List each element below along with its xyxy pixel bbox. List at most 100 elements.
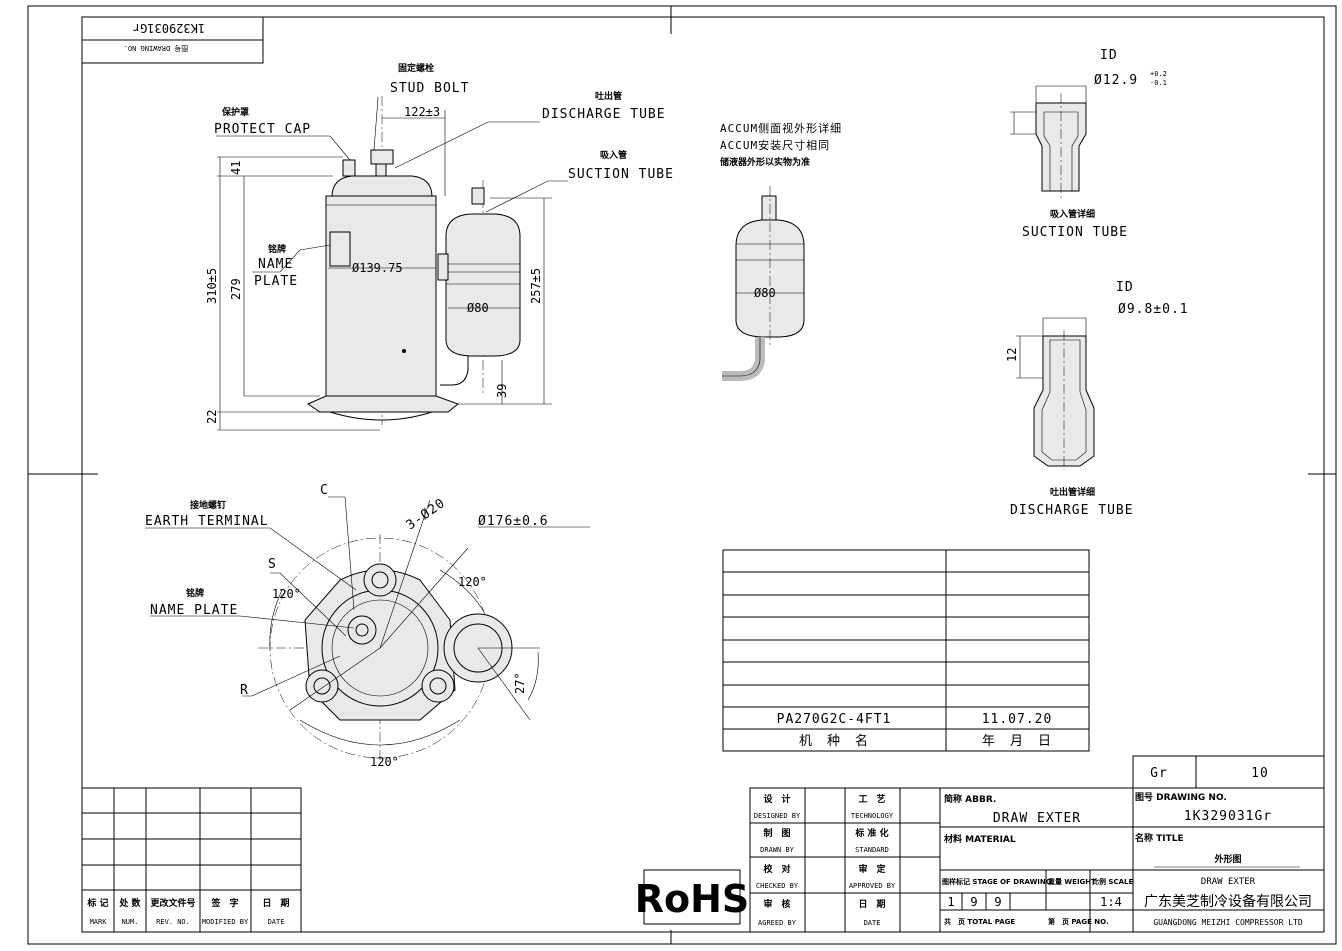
model-table xyxy=(722,549,1090,752)
name-plate-cn: 铭牌 xyxy=(268,243,286,255)
drawn-cn: 制 图 xyxy=(763,827,790,839)
drawing-no-box-value: 1K329031Gr xyxy=(133,21,205,35)
material-label: 材料 MATERIAL xyxy=(943,833,1016,845)
dim-122: 122±3 xyxy=(404,105,440,119)
dim-310: 310±5 xyxy=(205,268,219,304)
rev-h5-cn: 日 期 xyxy=(262,897,289,909)
discharge-id: ID xyxy=(1116,280,1134,295)
dim-dia80: Ø80 xyxy=(467,301,489,315)
angle-120-bottom: 120° xyxy=(370,755,399,769)
stage-1: 1 xyxy=(947,895,954,909)
name-plate-rect xyxy=(329,231,351,267)
terminal-r: R xyxy=(240,683,249,698)
discharge-detail-title: DISCHARGE TUBE xyxy=(1010,503,1134,518)
suction-cn: 吸入管 xyxy=(600,149,627,161)
abbr-label: 简称 ABBR. xyxy=(944,793,996,805)
model-name: PA270G2C-4FT1 xyxy=(777,712,892,727)
stage-3: 9 xyxy=(994,895,1001,909)
title-cn: 外形图 xyxy=(1213,853,1241,865)
tech-en: TECHNOLOGY xyxy=(851,812,894,820)
suction-dia: Ø12.9 xyxy=(1094,73,1138,88)
title-block xyxy=(749,755,1325,933)
rev-h5-en: DATE xyxy=(268,918,285,926)
discharge-label: DISCHARGE TUBE xyxy=(542,107,666,122)
terminal-s: S xyxy=(268,557,277,572)
rev-h1-cn: 标 记 xyxy=(86,897,108,909)
angle-120-right: 120° xyxy=(458,575,487,589)
company-cn: 广东美芝制冷设备有限公司 xyxy=(1144,893,1312,910)
rohs-mark-box xyxy=(643,869,741,925)
scale-label: 比例 SCALE xyxy=(1092,877,1133,886)
std-en: STANDARD xyxy=(855,846,889,854)
discharge-dia: Ø9.8±0.1 xyxy=(1118,302,1189,317)
stage-2: 9 xyxy=(970,895,977,909)
rev-h4-cn: 签 字 xyxy=(210,897,238,909)
accum-dim-dia80: Ø80 xyxy=(754,286,776,300)
agreed-cn: 审 核 xyxy=(763,898,790,910)
dim-41: 41 xyxy=(229,161,243,175)
compressor-shell xyxy=(325,195,437,397)
accum-side-view xyxy=(722,186,805,381)
stud-bolt-label: STUD BOLT xyxy=(390,81,469,96)
name-plate-label-1: NAME xyxy=(258,257,293,272)
discharge-dim-12: 12 xyxy=(1005,348,1019,362)
drawing-no-label: 图号 DRAWING NO. xyxy=(1135,792,1227,803)
dim-3-dia20: 3-Ø20 xyxy=(404,496,449,534)
accum-note-2: ACCUM安装尺寸相同 xyxy=(720,138,830,152)
checked-cn: 校 对 xyxy=(763,863,790,875)
suction-id: ID xyxy=(1100,48,1118,63)
dim-dia176: Ø176±0.6 xyxy=(478,514,549,529)
rev-h2-cn: 处 数 xyxy=(118,897,141,909)
accum-note-3: 储液器外形以实物为准 xyxy=(720,156,810,168)
discharge-tube-detail xyxy=(1016,317,1095,470)
scale-value: 1:4 xyxy=(1100,895,1122,909)
discharge-detail-cn: 吐出管详细 xyxy=(1050,486,1095,498)
top-name-plate-cn: 铭牌 xyxy=(186,587,204,599)
tech-cn: 工 艺 xyxy=(858,793,885,805)
drawn-en: DRAWN BY xyxy=(760,846,795,854)
total-page-label: 共 页 TOTAL PAGE xyxy=(944,917,1015,926)
dim-22: 22 xyxy=(205,410,219,424)
title-en: DRAW EXTER xyxy=(1201,877,1256,887)
revision-table xyxy=(81,787,302,933)
angle-120-left: 120° xyxy=(272,587,301,601)
weight-label: 重量 WEIGHT xyxy=(1048,877,1096,886)
earth-terminal-label: EARTH TERMINAL xyxy=(145,514,269,529)
accumulator-body xyxy=(445,213,521,357)
rev-h3-en: REV. NO. xyxy=(156,918,190,926)
dim-dia139: Ø139.75 xyxy=(352,261,403,275)
checked-en: CHECKED BY xyxy=(756,882,799,890)
drawing-no-box-label: 图号 DRAWING NO. xyxy=(124,44,189,52)
drawing-no-box: 1K329031Gr 图号 DRAWING NO. xyxy=(81,16,264,64)
gr-label: Gr xyxy=(1150,766,1168,781)
approved-en: APPROVED BY xyxy=(849,882,896,890)
suction-tol-up: +0.2 xyxy=(1150,70,1167,78)
terminal-c: C xyxy=(320,483,329,498)
dim-39: 39 xyxy=(495,384,509,398)
gr-value: 10 xyxy=(1251,766,1269,781)
std-cn: 标 准 化 xyxy=(854,827,888,839)
date-en: DATE xyxy=(864,919,881,927)
discharge-cn: 吐出管 xyxy=(595,90,622,102)
title-label: 名称 TITLE xyxy=(1135,832,1184,844)
suction-detail-title: SUCTION TUBE xyxy=(1022,225,1128,240)
suction-detail-cn: 吸入管详细 xyxy=(1050,208,1095,220)
accum-note-1: ACCUM侧面视外形详细 xyxy=(720,121,842,135)
name-plate-label-2: PLATE xyxy=(254,274,298,289)
suction-tol-dn: -0.1 xyxy=(1150,79,1167,87)
rev-h2-en: NUM. xyxy=(122,918,139,926)
suction-label: SUCTION TUBE xyxy=(568,167,674,182)
front-view xyxy=(216,96,568,431)
angle-27: 27° xyxy=(513,672,527,694)
abbr-value: DRAW EXTER xyxy=(993,811,1081,826)
date-cn: 日 期 xyxy=(858,898,885,910)
stage-label: 图样标记 STAGE OF DRAWING xyxy=(942,877,1052,886)
rev-h4-en: MODIFIED BY xyxy=(202,918,249,926)
suction-tube-detail xyxy=(1010,85,1087,200)
agreed-en: AGREED BY xyxy=(758,919,797,927)
drawing-no-value: 1K329031Gr xyxy=(1184,809,1272,824)
protect-cap-cn: 保护罩 xyxy=(221,106,249,118)
protect-cap-label: PROTECT CAP xyxy=(214,122,311,137)
dim-279: 279 xyxy=(229,278,243,300)
